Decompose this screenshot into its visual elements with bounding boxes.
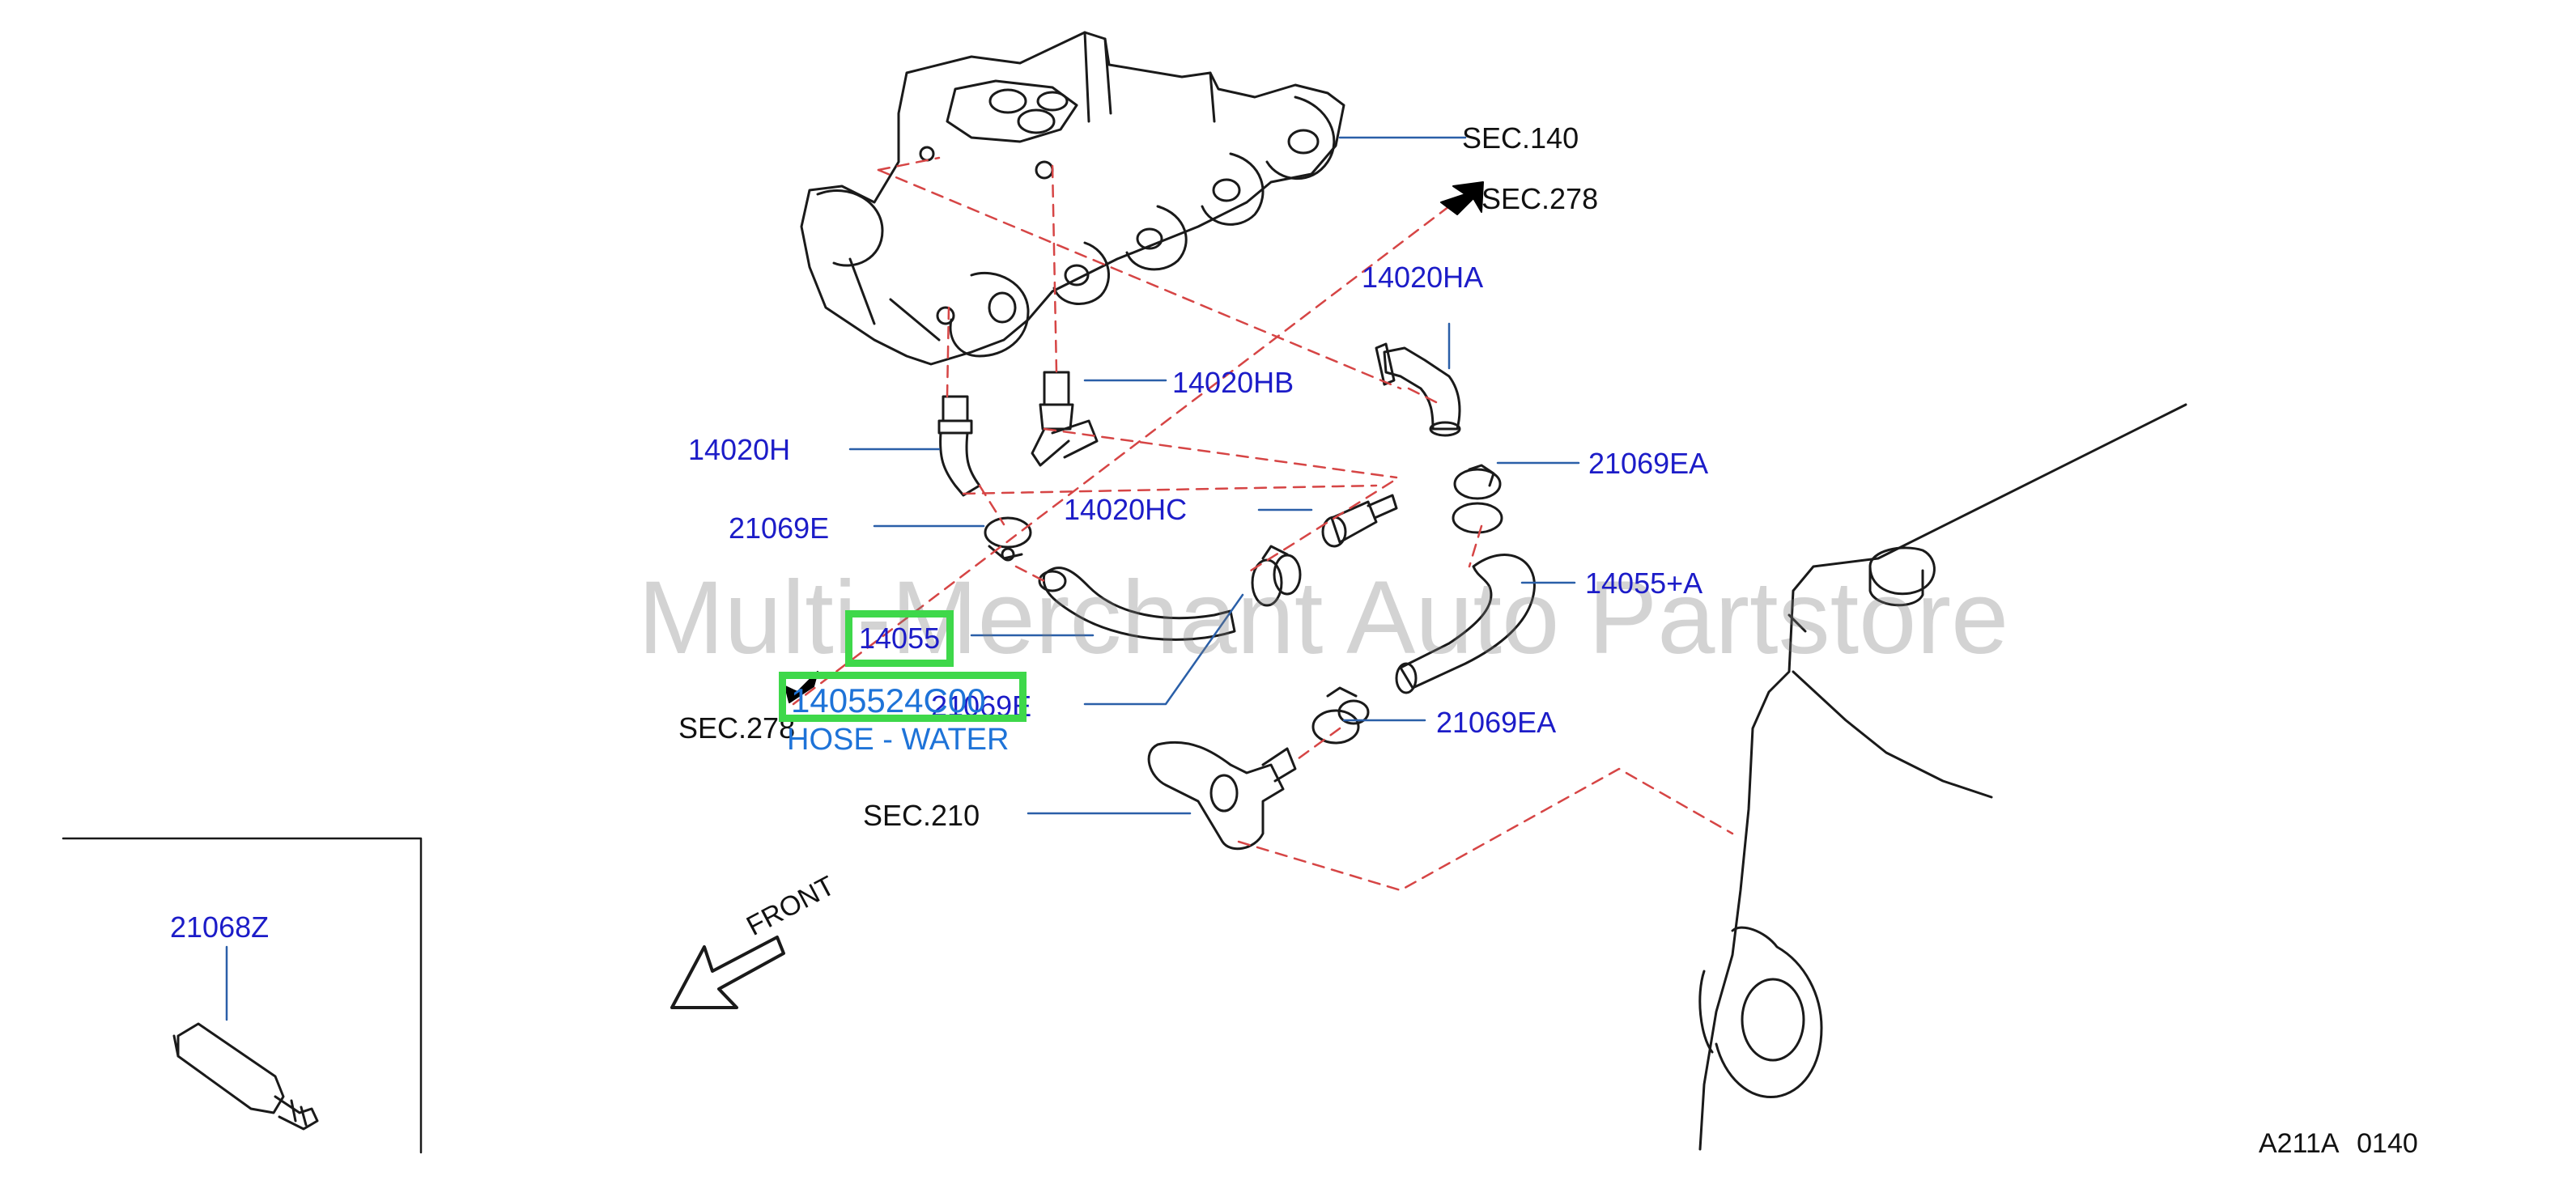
highlight-part-number: 1405524C00	[791, 681, 986, 719]
diagram-code-label: A211A 0140	[2259, 1128, 2418, 1159]
engine-block-drawing	[1698, 403, 2187, 1151]
inset-frame	[62, 837, 423, 1154]
sec278-arrows	[784, 181, 1484, 703]
leader-lines	[225, 136, 1580, 1021]
watermark-text: Multi-Merchant Auto Partstore	[638, 560, 2009, 676]
part-21068Z-label[interactable]: 21068Z	[170, 910, 270, 944]
sec210-label[interactable]: SEC.210	[863, 799, 980, 832]
part-21069EA-top-label[interactable]: 21069EA	[1588, 447, 1709, 480]
front-direction-arrow	[670, 936, 785, 1009]
sec278-left-label[interactable]: SEC.278	[678, 711, 796, 745]
highlight-part-number-box[interactable]: 1405524C00	[779, 672, 1027, 722]
part-14055-text: 14055	[859, 622, 941, 655]
part-14055A-label[interactable]: 14055+A	[1585, 567, 1703, 600]
part-14020H-label[interactable]: 14020H	[688, 433, 791, 466]
intake-manifold-drawing	[800, 31, 1345, 366]
routing-dashed-lines	[792, 156, 1734, 892]
sec140-label[interactable]: SEC.140	[1462, 121, 1579, 155]
part-21069EA-bottom-label[interactable]: 21069EA	[1436, 706, 1557, 739]
part-14020HA-label[interactable]: 14020HA	[1362, 261, 1484, 294]
sec278-top-label[interactable]: SEC.278	[1481, 182, 1599, 215]
part-21069E-left-label[interactable]: 21069E	[729, 511, 830, 545]
highlight-description: HOSE - WATER	[787, 723, 1010, 757]
part-14020HB-label[interactable]: 14020HB	[1172, 366, 1294, 399]
part-14055-highlighted-label[interactable]: 14055	[845, 610, 954, 667]
part-14020HC-label[interactable]: 14020HC	[1064, 493, 1188, 526]
